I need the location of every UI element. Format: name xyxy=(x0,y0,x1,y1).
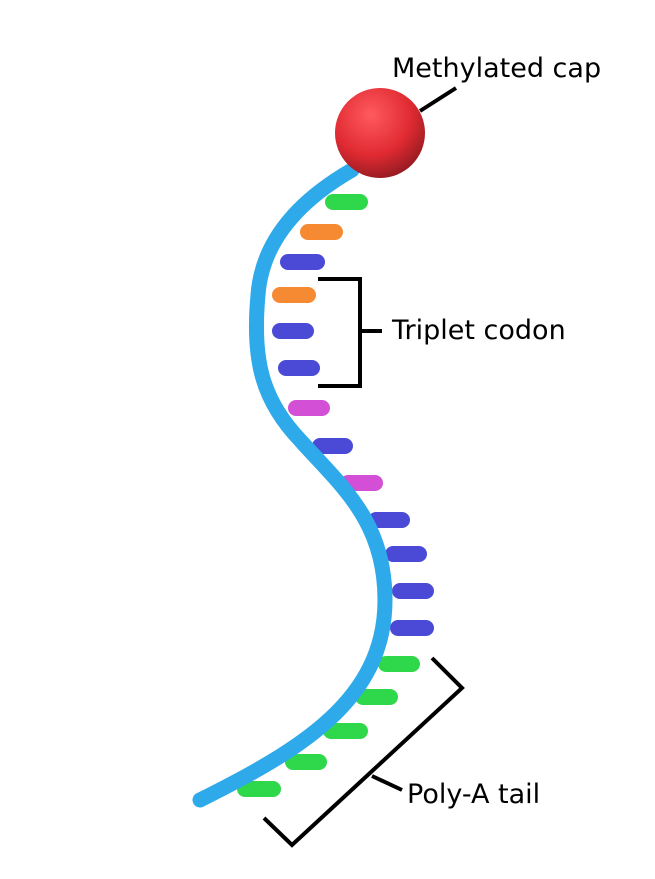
base-blue xyxy=(392,583,434,599)
base-green xyxy=(323,723,368,739)
base-orange xyxy=(272,287,316,303)
base-green xyxy=(237,781,281,797)
base-blue xyxy=(272,323,314,339)
poly-a-tick xyxy=(371,774,403,792)
base-blue xyxy=(390,620,434,636)
poly-a-tail-label: Poly-A tail xyxy=(407,779,541,810)
methylated-cap-label: Methylated cap xyxy=(392,53,602,84)
base-green xyxy=(325,194,368,210)
triplet-codon-bracket xyxy=(318,277,362,388)
triplet-codon-label: Triplet codon xyxy=(392,315,566,346)
base-magenta xyxy=(288,400,330,416)
cap-leader-line xyxy=(418,86,458,113)
base-green xyxy=(378,656,420,672)
base-blue xyxy=(312,438,353,454)
base-blue xyxy=(385,546,427,562)
base-green xyxy=(355,689,398,705)
base-blue xyxy=(278,360,320,376)
base-orange xyxy=(300,224,343,240)
nucleotide-bases xyxy=(237,194,434,797)
base-blue xyxy=(280,254,325,270)
poly-a-bracket xyxy=(262,656,465,848)
base-blue xyxy=(368,512,410,528)
rna-backbone xyxy=(192,162,393,808)
base-green xyxy=(285,754,327,770)
methylated-cap xyxy=(335,88,425,178)
